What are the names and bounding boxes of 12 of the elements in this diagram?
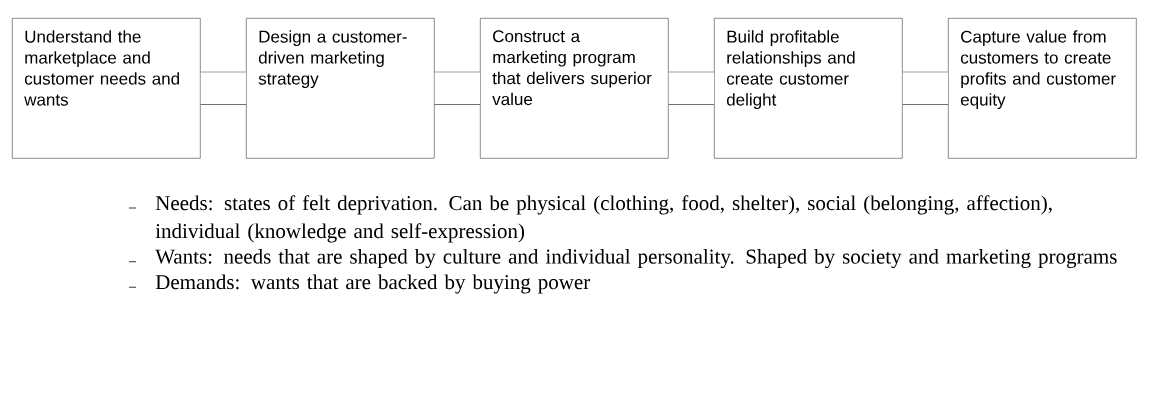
- process-box: Capture value from customers to create profits and customer equity: [948, 18, 1137, 159]
- process-box: Understand the marketplace and customer needs and wants: [12, 18, 201, 159]
- bullet-text: Demands: wants that are backed by buying power: [155, 274, 591, 294]
- connector-band: [668, 71, 714, 105]
- process-box: Design a customer-driven marketing strategy: [246, 18, 435, 159]
- process-box: Construct a marketing program that delivers superior value: [480, 18, 669, 159]
- process-box: Build profitable relationships and create customer delight: [714, 18, 903, 159]
- bullet-text: Wants: needs that are shaped by culture and individual personality. Shaped by society and marketing programs: [155, 248, 1117, 268]
- connector-band: [434, 71, 480, 105]
- connector-band: [902, 71, 948, 105]
- connector-band: [200, 71, 246, 105]
- bullet-text: Needs: states of felt deprivation. Can be physical (clothing, food, shelter), social (belonging, affection), individual (knowledge and self-expression): [155, 195, 1052, 243]
